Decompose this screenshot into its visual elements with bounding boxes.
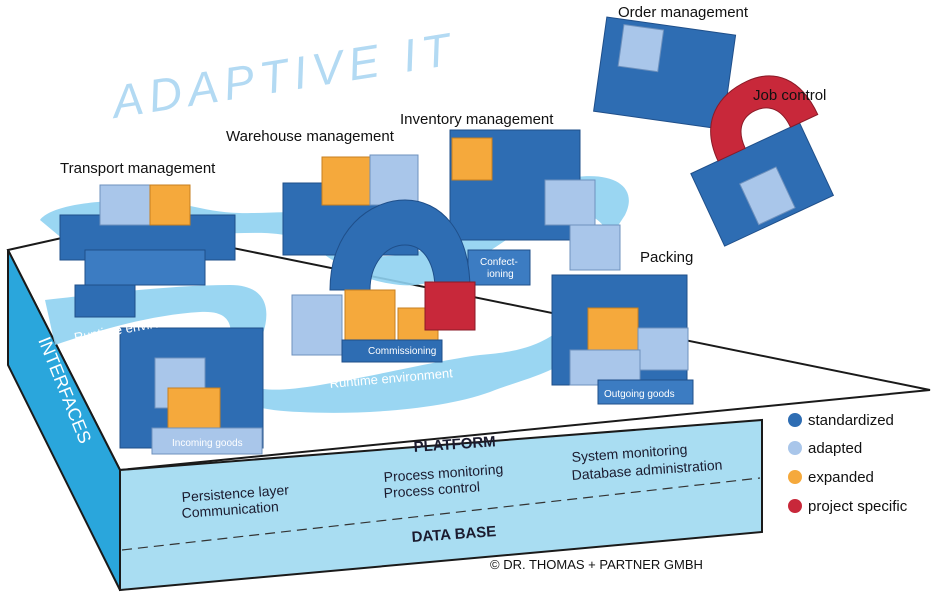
order-management-blocks <box>593 16 737 130</box>
commissioning-block <box>341 339 443 363</box>
database-label: DATA BASE <box>411 523 497 546</box>
platform-front-face <box>119 418 763 592</box>
inventory-management-label: Inventory management <box>400 111 554 128</box>
runtime-ribbon-2 <box>45 285 575 413</box>
legend-label-adapted: adapted <box>808 440 862 457</box>
transport-block-expanded <box>149 184 191 226</box>
commissioning-blocks <box>291 199 476 363</box>
packing-block-adapted <box>569 224 621 271</box>
platform-col2-line2: Process control <box>383 478 480 501</box>
outgoing-block-adapted <box>569 349 641 386</box>
warehouse-management-label: Warehouse management <box>226 128 395 145</box>
legend-dot-expanded <box>788 470 802 484</box>
transport-block-adapted <box>99 184 151 226</box>
inventory-block-expanded <box>451 137 493 181</box>
warehouse-block-expanded <box>321 156 371 206</box>
inventory-block-adapted <box>544 179 596 226</box>
incoming-block-expanded <box>167 387 221 434</box>
legend-label-standardized: standardized <box>808 412 894 429</box>
platform-title: PLATFORM <box>413 433 496 456</box>
legend: standardized adapted expanded project sp… <box>788 412 908 515</box>
job-control-blocks <box>690 75 835 247</box>
outgoing-goods-label: Outgoing goods <box>604 389 675 400</box>
commissioning-block-adapted <box>291 294 343 356</box>
legend-label-project-specific: project specific <box>808 498 908 515</box>
commissioning-block-expanded <box>344 289 396 341</box>
confectioning-block <box>467 249 531 286</box>
outgoing-block-adapted <box>637 327 689 371</box>
confectioning-label-1: Confect- <box>480 257 518 268</box>
confectioning-label-2: ioning <box>487 269 514 280</box>
incoming-goods-blocks <box>119 327 264 455</box>
incoming-block-adapted <box>151 427 263 455</box>
legend-dot-adapted <box>788 441 802 455</box>
job-block-adapted <box>739 166 796 226</box>
job-arch-project-specific <box>710 75 819 162</box>
outgoing-block-expanded <box>587 307 639 354</box>
transport-management-blocks <box>59 184 236 318</box>
copyright-text: © DR. THOMAS + PARTNER GMBH <box>490 557 703 572</box>
platform-divider <box>121 477 761 551</box>
inventory-management-blocks <box>449 129 621 286</box>
commissioning-label: Commissioning <box>368 346 436 357</box>
incoming-goods-label: Incoming goods <box>172 438 243 449</box>
order-block-adapted <box>617 23 665 73</box>
legend-dot-standardized <box>788 413 802 427</box>
commissioning-block-project-specific <box>424 281 476 331</box>
legend-dot-project-specific <box>788 499 802 513</box>
packing-label: Packing <box>640 249 693 266</box>
legend-label-expanded: expanded <box>808 469 874 486</box>
warehouse-block-adapted <box>369 154 419 206</box>
outgoing-goods-blocks <box>551 274 694 405</box>
commissioning-arch <box>329 199 471 291</box>
outgoing-block <box>597 379 694 405</box>
platform-col1-line2: Communication <box>181 498 279 521</box>
job-control-label: Job control <box>753 87 826 104</box>
transport-block <box>84 249 206 286</box>
transport-block <box>74 284 136 318</box>
transport-management-label: Transport management <box>60 160 216 177</box>
platform-col1-line1: Persistence layer <box>181 482 290 505</box>
order-management-label: Order management <box>618 4 749 21</box>
